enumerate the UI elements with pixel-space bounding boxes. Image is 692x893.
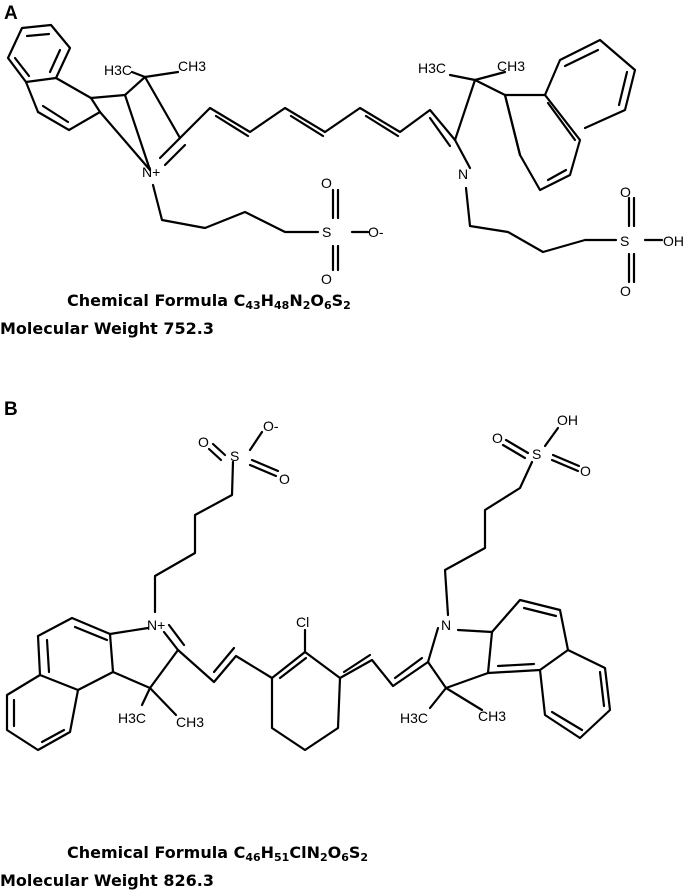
structure-a-o1-label: O: [321, 175, 332, 191]
structure-a-methyl-2-label: CH3: [178, 58, 206, 74]
structure-b-cyclohexene-bridge: [176, 628, 430, 752]
structure-a-left-naphthalene: [6, 23, 102, 132]
structure-b-s2-label: S: [532, 446, 541, 462]
panel-label-a: A: [4, 3, 18, 24]
molecular-weight-a-value: 752.3: [163, 319, 214, 338]
formula-a: Chemical Formula C43H48N2O6S2: [67, 291, 351, 312]
structure-a-o4-label: O: [620, 283, 631, 299]
structure-a-s2-label: S: [620, 233, 629, 249]
formula-a-label: Chemical Formula: [67, 291, 228, 310]
structure-b-methyl-3-label: H3C: [400, 710, 428, 726]
structure-a-n-label: N: [458, 166, 468, 182]
structure-b-right-indole-ring: [426, 626, 494, 712]
structure-a-right-sulfobutyl-chain: [464, 186, 664, 284]
structure-a-right-indole-ring: [448, 70, 522, 170]
panel-label-b: B: [4, 399, 18, 420]
molecular-weight-a: Molecular Weight 752.3: [0, 319, 214, 338]
structure-a-s1-label: S: [322, 224, 331, 240]
structure-a-n-plus-label: N+: [142, 164, 160, 180]
structure-b-methyl-4-label: CH3: [478, 708, 506, 724]
molecular-weight-a-label: Molecular Weight: [0, 319, 158, 338]
structure-a-o3-label: O: [620, 184, 631, 200]
structure-b-o4-label: O: [580, 463, 591, 479]
structure-a-polymethine-chain: [178, 106, 457, 148]
structure-b-o-minus-label: O-: [263, 418, 279, 434]
structure-b-o2-label: O: [279, 471, 290, 487]
structure-b-right-naphthalene: [486, 598, 612, 740]
structure-b-oh-label: OH: [557, 412, 578, 428]
structure-b-left-sulfobutyl-chain: [153, 430, 280, 614]
molecular-weight-b-value: 826.3: [163, 871, 214, 890]
structure-a-methyl-4-label: CH3: [497, 58, 525, 74]
structure-a: H3C CH3 H3C CH3 N+ N S O O O- S O O OH: [6, 23, 684, 299]
structure-a-oh-label: OH: [663, 233, 684, 249]
molecular-weight-b: Molecular Weight 826.3: [0, 871, 214, 890]
structure-b-o3-label: O: [492, 430, 503, 446]
formula-b-value: C46H51ClN2O6S2: [233, 843, 369, 864]
structure-a-methyl-3-label: H3C: [418, 60, 446, 76]
molecular-weight-b-label: Molecular Weight: [0, 871, 158, 890]
formula-a-value: C43H48N2O6S2: [233, 291, 351, 312]
structure-b-left-naphthalene: [5, 616, 115, 752]
structure-b-cl-label: Cl: [296, 614, 309, 630]
structure-b-methyl-2-label: CH3: [176, 714, 204, 730]
structure-b-o1-label: O: [198, 434, 209, 450]
structure-a-left-sulfobutyl-chain: [151, 183, 370, 272]
structure-a-o-minus-label: O-: [368, 224, 384, 240]
structure-b-s1-label: S: [230, 448, 239, 464]
structure-a-o2-label: O: [321, 271, 332, 287]
structure-b-methyl-1-label: H3C: [118, 710, 146, 726]
structure-a-left-indole-ring: [89, 70, 187, 172]
structure-b-n-plus-label: N+: [147, 617, 165, 633]
structure-a-methyl-1-label: H3C: [104, 62, 132, 78]
structure-b-right-sulfobutyl-chain: [443, 426, 581, 617]
formula-b-label: Chemical Formula: [67, 843, 228, 862]
structure-a-right-naphthalene: [503, 38, 637, 192]
formula-b: Chemical Formula C46H51ClN2O6S2: [67, 843, 368, 864]
structure-b-left-indole-ring: [108, 623, 186, 717]
structure-b: N+ N Cl H3C CH3 H3C CH3 S O O O- S O O O…: [5, 412, 612, 752]
structure-b-n-label: N: [441, 617, 451, 633]
